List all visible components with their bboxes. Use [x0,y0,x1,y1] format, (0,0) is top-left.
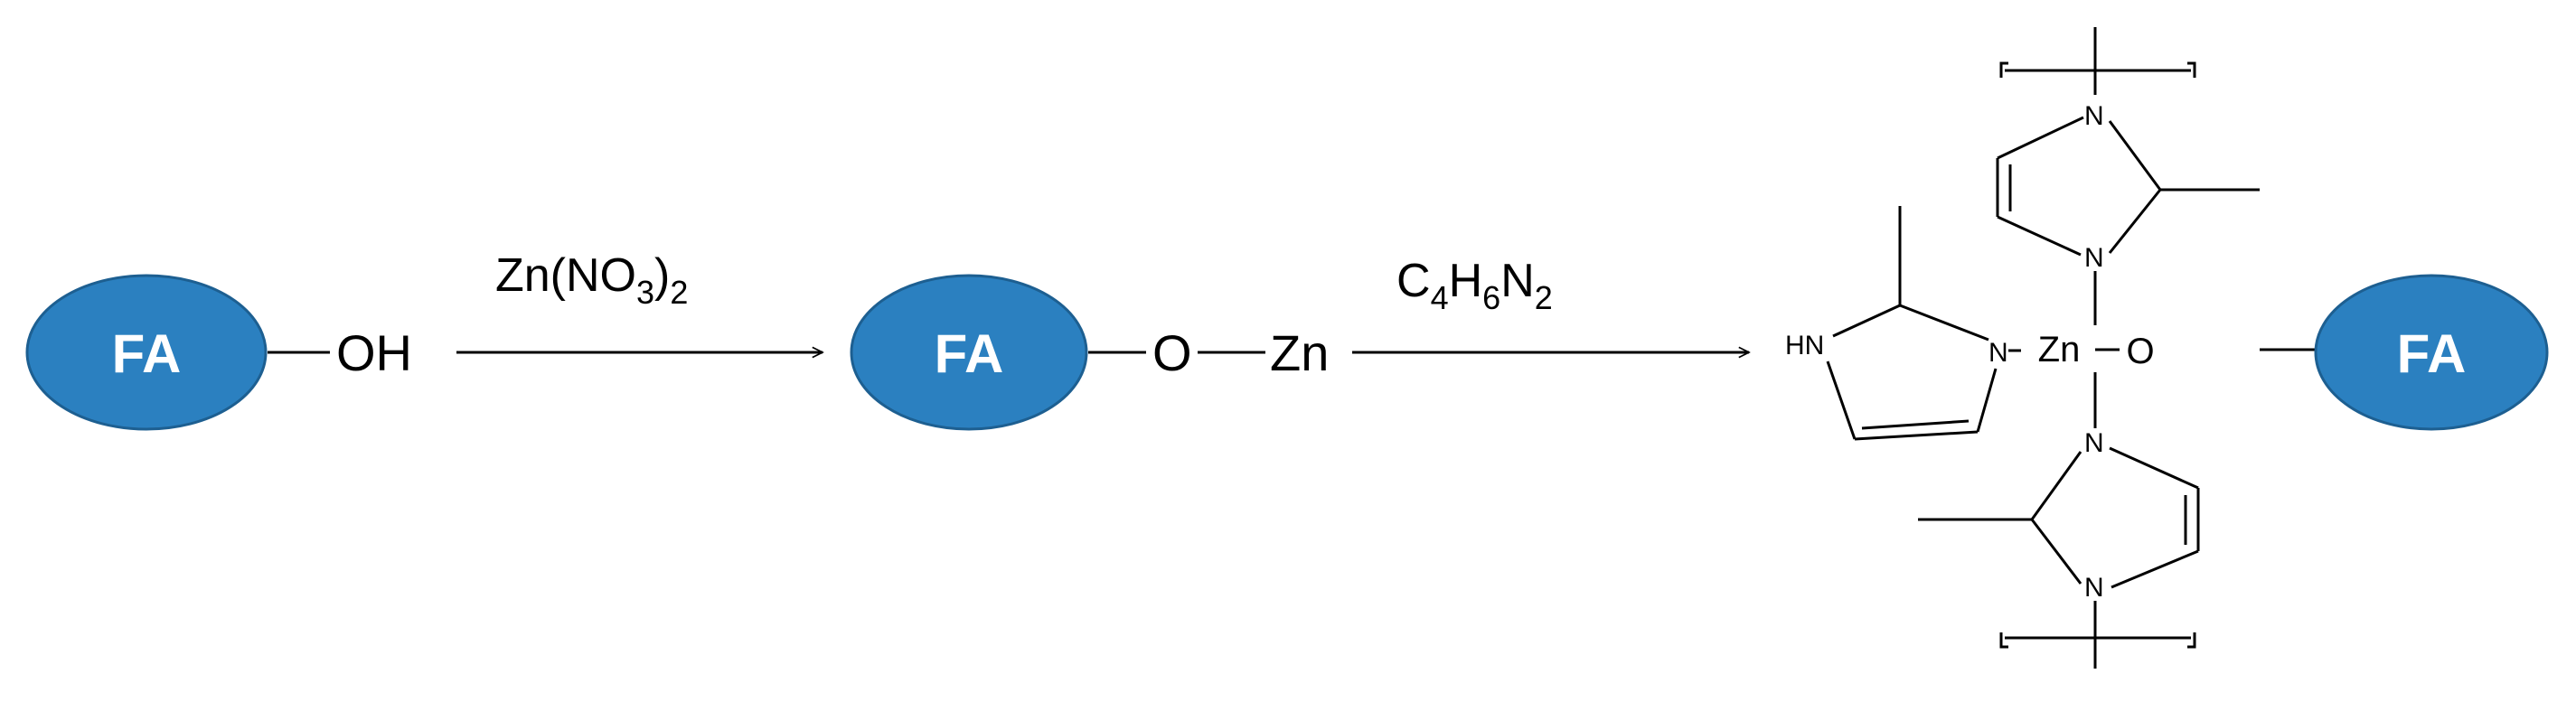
bottom-imidazole-ring: N N [1918,372,2200,669]
reagent-2-methylimidazole: C4H6N2 [1396,255,1553,316]
top-ring-bond-c [1997,215,2082,257]
zinc-atom: Zn [1270,324,1329,381]
left-ring-bond-d2 [1861,419,1970,430]
fa-node-2-label: FA [935,323,1004,384]
fa-node-2 [850,274,1088,431]
left-imidazole-ring: HN N [1785,206,2021,441]
left-ring-bond-d [1854,430,1979,441]
reagent-zinc-nitrate: Zn(NO3)2 [495,249,688,311]
bottom-upper-n-atom: N [2084,428,2104,458]
fa-node-3-label: FA [2397,323,2467,384]
left-nh-atom: HN [1785,331,1824,360]
left-n-atom: N [1988,338,2008,368]
product-zinc-atom: Zn [2038,330,2081,370]
top-upper-n-atom: N [2084,101,2104,131]
reaction-step-1: Zn(NO3)2 [456,249,823,352]
product-structure: Zn O HN N N N [1785,27,2549,669]
top-ring-bond-e [2108,120,2162,191]
left-ring-bond-b [1899,304,1989,342]
bottom-ring-bond-a [2109,446,2199,490]
hydroxyl-group: OH [336,324,412,381]
fa-node-1 [25,274,268,431]
bottom-bracket-right [2187,632,2196,649]
bottom-ring-bond-d [2030,519,2082,585]
top-bracket-left [1999,61,2008,78]
bottom-lower-n-atom: N [2084,573,2104,603]
reaction-step-2: C4H6N2 [1352,255,1749,352]
bottom-ring-bond-e [2030,451,2082,520]
top-ring-bond-a [1997,116,2084,160]
left-ring-bond-e [1826,360,1857,440]
bottom-bracket-left [1999,632,2008,649]
top-bracket-right [2187,61,2196,78]
top-lower-n-atom: N [2084,243,2104,273]
starting-material: FA OH [25,274,412,431]
left-ring-bond-c [1976,368,1998,433]
top-imidazole-ring: N N [1996,27,2260,325]
left-ring-bond-a [1832,304,1901,338]
fa-node-3 [2314,274,2549,431]
intermediate: FA O Zn [850,274,1329,431]
oxygen-atom: O [1152,324,1192,381]
fa-node-1-label: FA [112,323,182,384]
product-oxygen-atom: O [2126,332,2154,371]
top-ring-bond-d [2108,189,2162,254]
bottom-ring-bond-c [2111,549,2199,589]
